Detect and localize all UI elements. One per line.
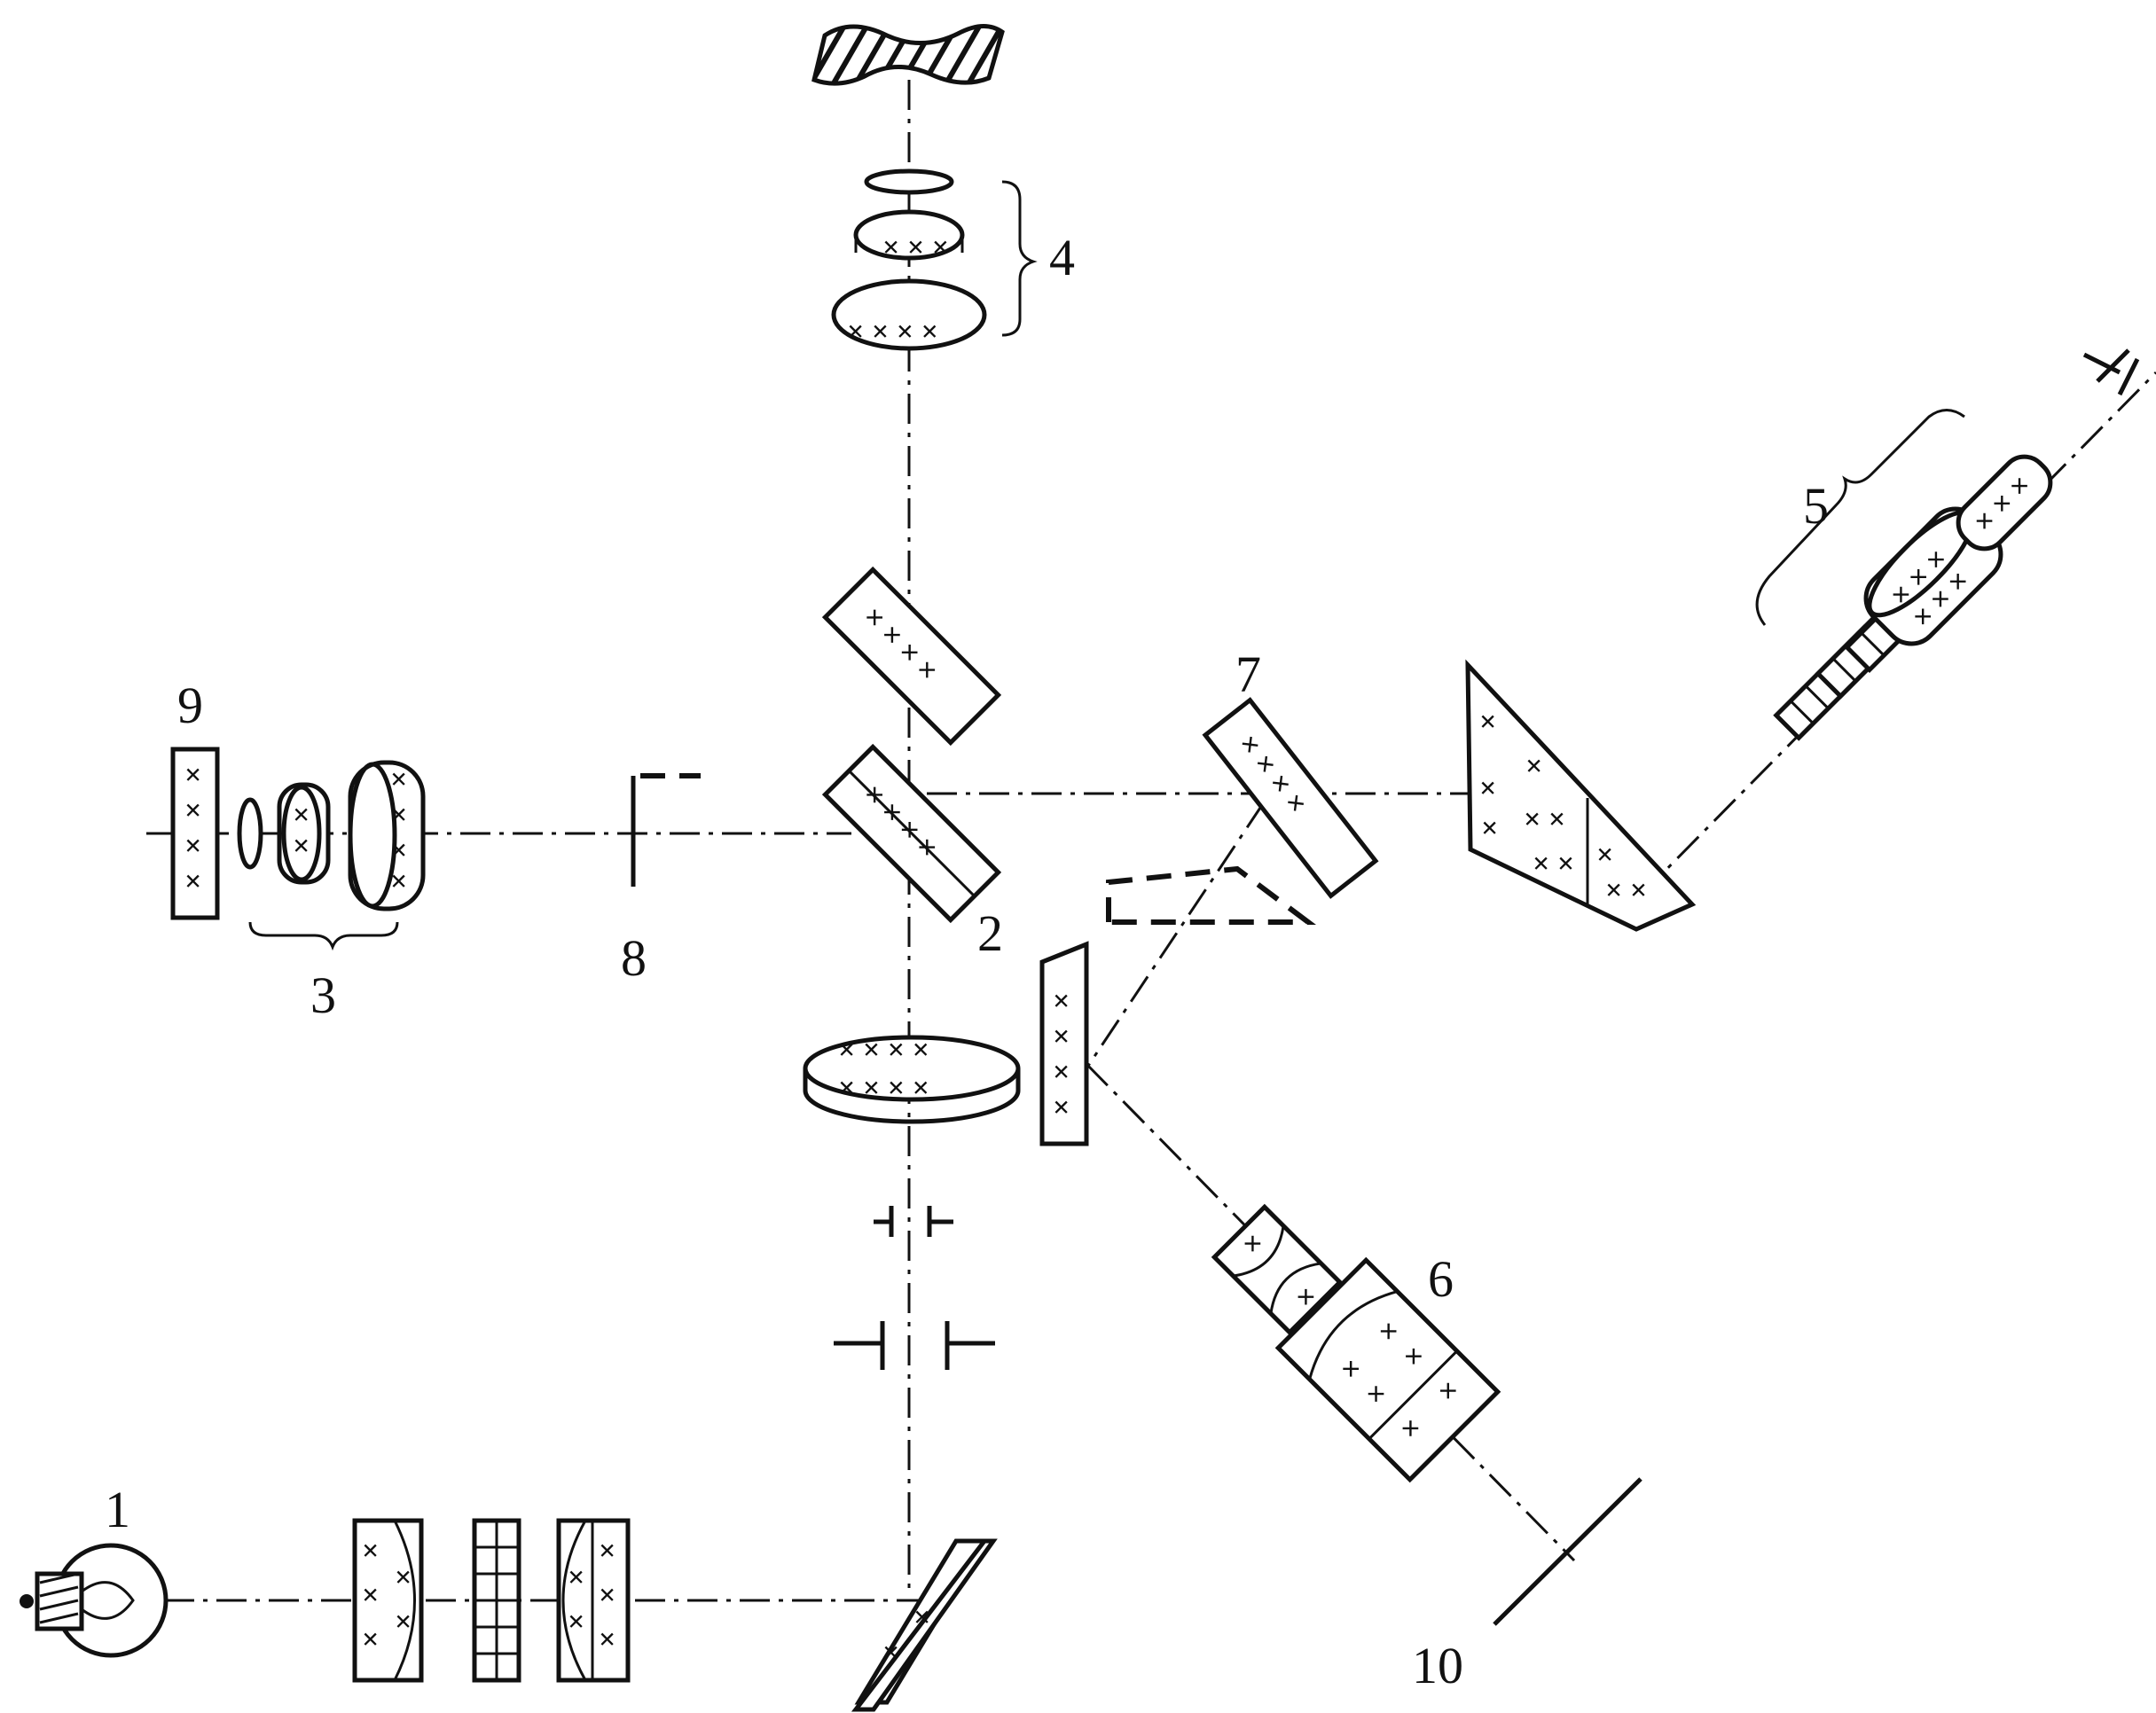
- specimen: [811, 24, 1005, 86]
- svg-text:×: ×: [1481, 812, 1498, 845]
- screen-10: [1493, 1477, 1642, 1626]
- svg-text:×: ×: [599, 1579, 615, 1612]
- label-7: 7: [1235, 645, 1261, 703]
- svg-text:×: ×: [1053, 1056, 1070, 1089]
- svg-text:×: ×: [362, 1579, 379, 1612]
- optical-axes: [146, 80, 2156, 1602]
- svg-text:×: ×: [882, 1637, 899, 1670]
- svg-text:×: ×: [184, 830, 201, 863]
- group-5-brace: [1755, 409, 1965, 626]
- svg-text:×: ×: [390, 834, 407, 867]
- condenser-lens: × × × × × × × ×: [803, 1034, 1021, 1124]
- heat-filter: [472, 1518, 521, 1683]
- svg-text:×: ×: [362, 1535, 379, 1568]
- svg-text:×: ×: [1479, 772, 1496, 805]
- eyepiece-group-5: × × × × × × × × ×: [1755, 348, 2140, 741]
- label-5: 5: [1803, 477, 1829, 535]
- label-6: 6: [1428, 1250, 1454, 1308]
- lower-reflector-plate: × ×: [851, 1538, 998, 1712]
- deflecting-prism: × × × × × × × × × × ×: [1465, 659, 1697, 932]
- right-angle-prism: × × × ×: [1039, 941, 1089, 1146]
- svg-text:×: ×: [184, 794, 201, 827]
- label-9: 9: [177, 677, 203, 734]
- svg-text:×: ×: [913, 1601, 930, 1634]
- label-1: 1: [105, 1481, 130, 1538]
- svg-text:×: ×: [599, 1623, 615, 1656]
- svg-text:×: ×: [1053, 1091, 1070, 1124]
- collector-lens-a: × × × × ×: [352, 1518, 424, 1683]
- svg-text:× ×: × ×: [1605, 874, 1647, 907]
- svg-text:×: ×: [568, 1606, 584, 1639]
- label-8: 8: [621, 929, 647, 987]
- svg-text:× × × ×: × × × ×: [838, 1072, 929, 1105]
- svg-text:×: ×: [1479, 706, 1496, 739]
- field-stop-8: [631, 773, 701, 887]
- objective-small-lens: [864, 168, 954, 195]
- lamp-1: [20, 1543, 169, 1658]
- svg-text:×: ×: [390, 799, 407, 832]
- svg-text:×: ×: [293, 830, 310, 863]
- objective-group-4: × × × × × × ×: [831, 168, 1038, 351]
- svg-text:×: ×: [395, 1561, 412, 1594]
- svg-text:× × × ×: × × × ×: [838, 1034, 929, 1067]
- hidden-prism-dashed: [1106, 865, 1316, 925]
- label-3: 3: [310, 966, 336, 1024]
- mirror-7: × × × ×: [1202, 697, 1379, 899]
- aperture-stop-large: [834, 1321, 995, 1370]
- svg-text:×: ×: [599, 1535, 615, 1568]
- svg-text:× ×: × ×: [1533, 848, 1574, 880]
- svg-text:×: ×: [1525, 750, 1542, 783]
- svg-text:×: ×: [1596, 839, 1613, 872]
- objective-large-lens: [831, 278, 987, 351]
- collector-lens-b: × × × × ×: [556, 1518, 631, 1683]
- svg-text:× × ×: × × ×: [882, 231, 949, 264]
- svg-text:×: ×: [362, 1623, 379, 1656]
- label-4: 4: [1049, 229, 1075, 286]
- svg-text:× × × ×: × × × ×: [847, 316, 938, 348]
- label-10: 10: [1412, 1637, 1463, 1694]
- svg-text:×: ×: [1053, 985, 1070, 1018]
- axis-to-screen-10: [1085, 1062, 1576, 1562]
- svg-text:×: ×: [184, 865, 201, 898]
- svg-text:×: ×: [390, 763, 407, 796]
- svg-text:×: ×: [184, 759, 201, 792]
- svg-text:×: ×: [568, 1561, 584, 1594]
- specimen-hatched: [811, 24, 1005, 86]
- svg-text:× ×: × ×: [1524, 803, 1565, 836]
- label-2: 2: [977, 904, 1003, 962]
- projection-group-6: × × × × × × × ×: [1211, 1203, 1501, 1483]
- beam-splitter-2: × × × ×: [821, 743, 1002, 924]
- reticle-9: ×× ××: [170, 747, 220, 920]
- svg-text:×: ×: [1053, 1021, 1070, 1053]
- svg-text:×: ×: [390, 865, 407, 898]
- group-4-brace: [1001, 180, 1038, 337]
- upper-beam-plate: × × × ×: [821, 566, 1002, 747]
- aperture-stop-small: [874, 1206, 953, 1237]
- svg-text:×: ×: [293, 799, 310, 832]
- group-3-brace: [248, 921, 399, 951]
- axis-mirror7-to-prism: [1085, 802, 1266, 1069]
- svg-text:×: ×: [395, 1606, 412, 1639]
- eyepiece-group-3: ×× ×× ××: [237, 760, 426, 951]
